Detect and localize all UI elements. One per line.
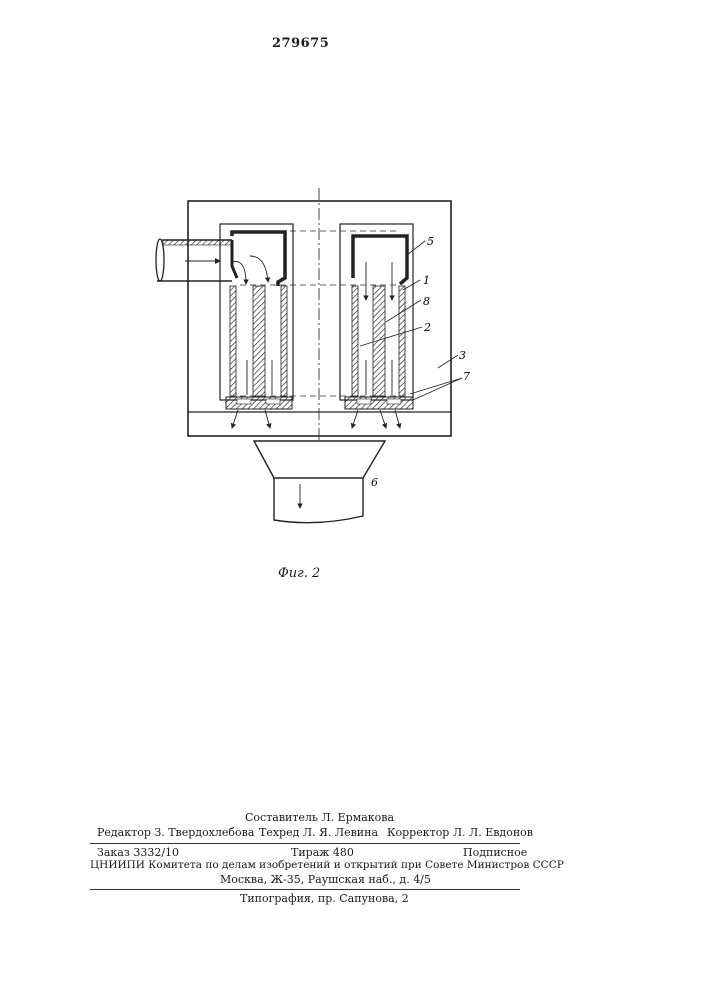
- label-1: 1: [423, 274, 430, 287]
- label-6: 6: [371, 476, 378, 489]
- address-line: Москва, Ж-35, Раушская наб., д. 4/5: [220, 873, 431, 886]
- divider-bottom: [90, 889, 520, 890]
- figure-caption: Фиг. 2: [278, 566, 320, 581]
- left-module: [220, 224, 293, 428]
- outlet-hopper: [254, 441, 385, 523]
- subscription-line: Подписное: [463, 846, 527, 859]
- label-5: 5: [427, 235, 434, 248]
- label-3: 3: [459, 349, 466, 362]
- techred-line: Техред Л. Я. Левина: [259, 826, 378, 839]
- label-2: 2: [423, 321, 431, 334]
- divider-top: [90, 843, 520, 844]
- right-module: [340, 224, 413, 428]
- editor-line: Редактор З. Твердохлебова: [97, 826, 254, 839]
- order-line: Заказ 3332/10: [97, 846, 179, 859]
- compiler-line: Составитель Л. Ермакова: [245, 811, 394, 824]
- institute-line: ЦНИИПИ Комитета по делам изобретений и о…: [90, 859, 564, 871]
- corrector-line: Корректор Л. Л. Евдонов: [387, 826, 533, 839]
- circulation-line: Тираж 480: [291, 846, 354, 859]
- label-8: 8: [423, 295, 430, 308]
- inlet-pipe: [156, 239, 232, 281]
- label-7: 7: [463, 370, 470, 383]
- printer-line: Типография, пр. Сапунова, 2: [240, 892, 409, 905]
